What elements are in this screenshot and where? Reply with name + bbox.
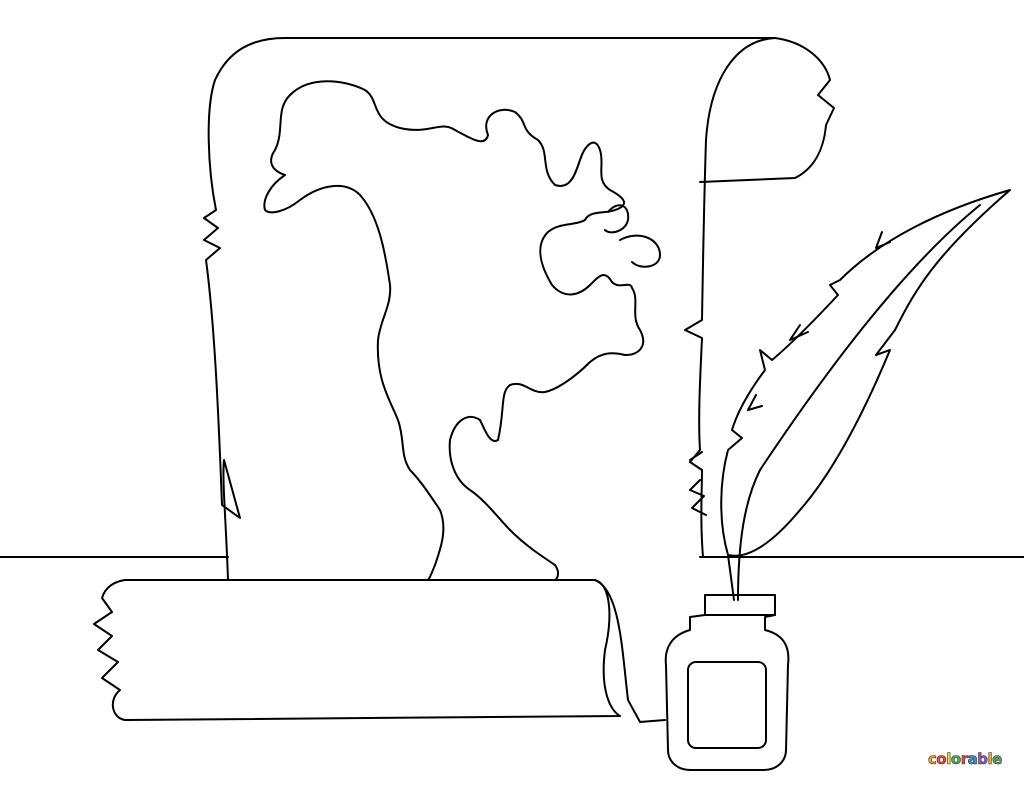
logo-letter: a [967, 750, 978, 769]
logo-letter: o [936, 750, 947, 769]
scroll-curl [684, 37, 776, 558]
map-continent-west [263, 94, 445, 581]
ink-bottle [664, 594, 790, 771]
logo-letter: r [960, 750, 968, 769]
scroll-notches-right [689, 451, 707, 516]
map-island [604, 204, 661, 268]
roll-edge [594, 579, 666, 723]
colorable-logo: colorable [928, 750, 1003, 769]
scroll-bottom-roll [93, 579, 621, 721]
logo-letter: e [992, 750, 1003, 769]
logo-letter: c [928, 750, 938, 769]
logo-letter: o [950, 750, 962, 769]
ink-bottle-label [687, 661, 767, 749]
logo-letter: l [946, 750, 952, 769]
map-continent [289, 80, 645, 581]
quill-feather [720, 189, 1011, 557]
quill-shaft [727, 204, 981, 601]
quill-feather-notches [747, 231, 891, 411]
scroll-sheet [203, 37, 835, 581]
logo-letter: l [987, 750, 993, 769]
logo-letter: b [977, 750, 988, 769]
